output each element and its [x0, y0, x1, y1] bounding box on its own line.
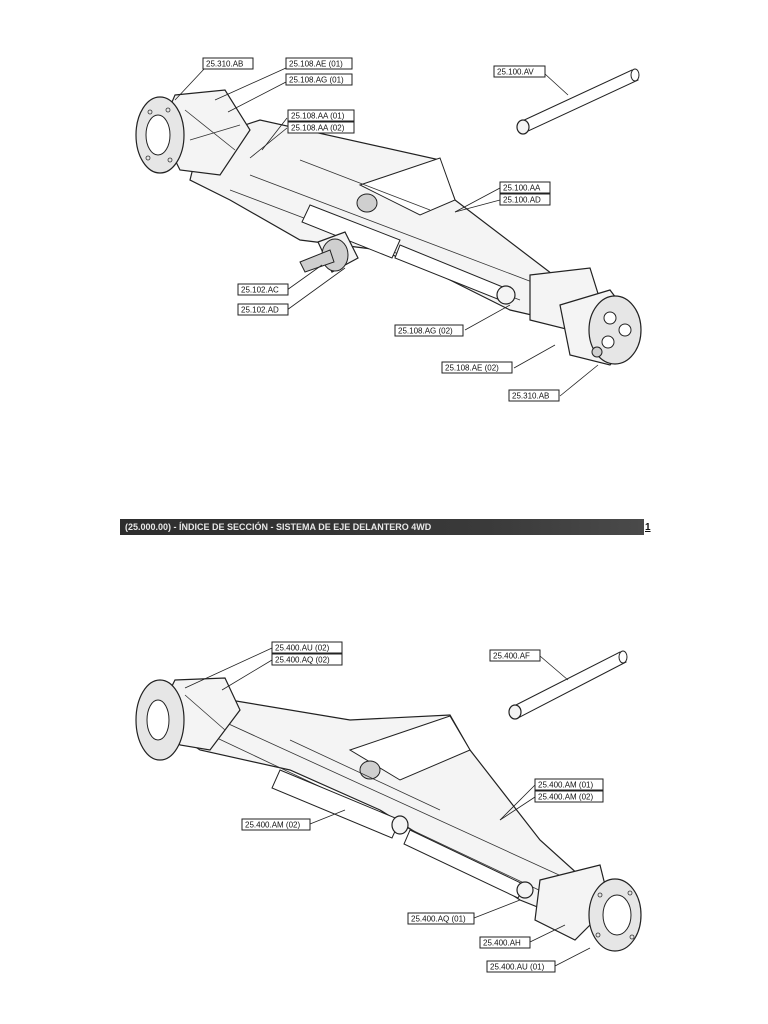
axle-housing [159, 89, 601, 331]
callout-25-108-ag-02: 25.108.AG (02) [394, 324, 464, 337]
leader-lines [174, 67, 599, 397]
callout-label: 25.108.AG (01) [289, 76, 344, 85]
callout-25-310-ab-left: 25.310.AB [202, 57, 254, 70]
callout-25-108-aa-02: 25.108.AA (02) [287, 121, 355, 134]
pin-part [516, 68, 640, 135]
callout-label: 25.108.AA (01) [291, 112, 345, 121]
callout-label: 25.310.AB [206, 60, 243, 69]
right-wheel-hub [559, 289, 642, 366]
callout-25-400-am-02-right: 25.400.AM (02) [534, 790, 604, 803]
callout-label: 25.400.AU (02) [275, 644, 330, 653]
callout-label: 25.100.AA [503, 184, 541, 193]
callout-25-400-au-01: 25.400.AU (01) [486, 960, 556, 973]
rear-axle-drawing: 25.400.AU (02) 25.400.AQ (02) 25.400.AF … [135, 641, 642, 973]
callout-label: 25.400.AF [493, 652, 530, 661]
section-index-banner: (25.000.00) - ÍNDICE DE SECCIÓN - SISTEM… [120, 519, 644, 535]
right-wheel-hub [588, 878, 642, 952]
callout-25-310-ab-right: 25.310.AB [508, 389, 560, 402]
callout-label: 25.100.AD [503, 196, 541, 205]
callout-label: 25.108.AG (02) [398, 327, 453, 336]
front-axle-4wd-drawing: 25.310.AB 25.108.AE (01) 25.108.AG (01) … [135, 57, 642, 402]
callout-label: 25.400.AQ (01) [411, 915, 466, 924]
callout-25-102-ad: 25.102.AD [237, 303, 289, 316]
callout-label: 25.310.AB [512, 392, 549, 401]
page-number-link[interactable]: 1 [645, 522, 651, 533]
axle-housing [159, 677, 611, 941]
callout-25-102-ac: 25.102.AC [237, 283, 289, 296]
callout-25-108-aa-01: 25.108.AA (01) [287, 109, 355, 122]
callout-25-400-au-02: 25.400.AU (02) [271, 641, 343, 654]
callout-label: 25.100.AV [497, 68, 534, 77]
rear-axle-diagram: 25.400.AU (02) 25.400.AQ (02) 25.400.AF … [0, 610, 768, 1024]
callout-label: 25.108.AE (01) [289, 60, 343, 69]
callout-label: 25.400.AM (02) [538, 793, 593, 802]
leader-lines [184, 647, 591, 967]
callout-label: 25.400.AH [483, 939, 521, 948]
callout-25-108-ag-01: 25.108.AG (01) [285, 73, 353, 86]
callout-25-108-ae-01: 25.108.AE (01) [285, 57, 353, 70]
callout-label: 25.400.AM (01) [538, 781, 593, 790]
callout-label: 25.102.AD [241, 306, 279, 315]
callout-25-400-am-01: 25.400.AM (01) [534, 778, 604, 791]
left-wheel-hub [135, 679, 185, 761]
callout-25-400-am-02-left: 25.400.AM (02) [241, 818, 311, 831]
callout-label: 25.400.AM (02) [245, 821, 300, 830]
callout-25-400-aq-01: 25.400.AQ (01) [407, 912, 475, 925]
callout-label: 25.102.AC [241, 286, 279, 295]
callout-25-400-aq-02: 25.400.AQ (02) [271, 653, 343, 666]
callout-label: 25.400.AU (01) [490, 963, 545, 972]
callout-25-100-av: 25.100.AV [493, 65, 546, 78]
callout-25-100-aa: 25.100.AA [499, 181, 551, 194]
callout-label: 25.108.AA (02) [291, 124, 345, 133]
callout-25-400-af: 25.400.AF [489, 649, 541, 662]
callout-25-100-ad: 25.100.AD [499, 193, 551, 206]
left-wheel-hub [135, 96, 185, 174]
callout-label: 25.108.AE (02) [445, 364, 499, 373]
callout-label: 25.400.AQ (02) [275, 656, 330, 665]
pin-part [508, 650, 628, 720]
callout-25-108-ae-02: 25.108.AE (02) [441, 361, 513, 374]
front-axle-4wd-diagram: 25.310.AB 25.108.AE (01) 25.108.AG (01) … [0, 0, 768, 480]
callout-25-400-ah: 25.400.AH [479, 936, 531, 949]
